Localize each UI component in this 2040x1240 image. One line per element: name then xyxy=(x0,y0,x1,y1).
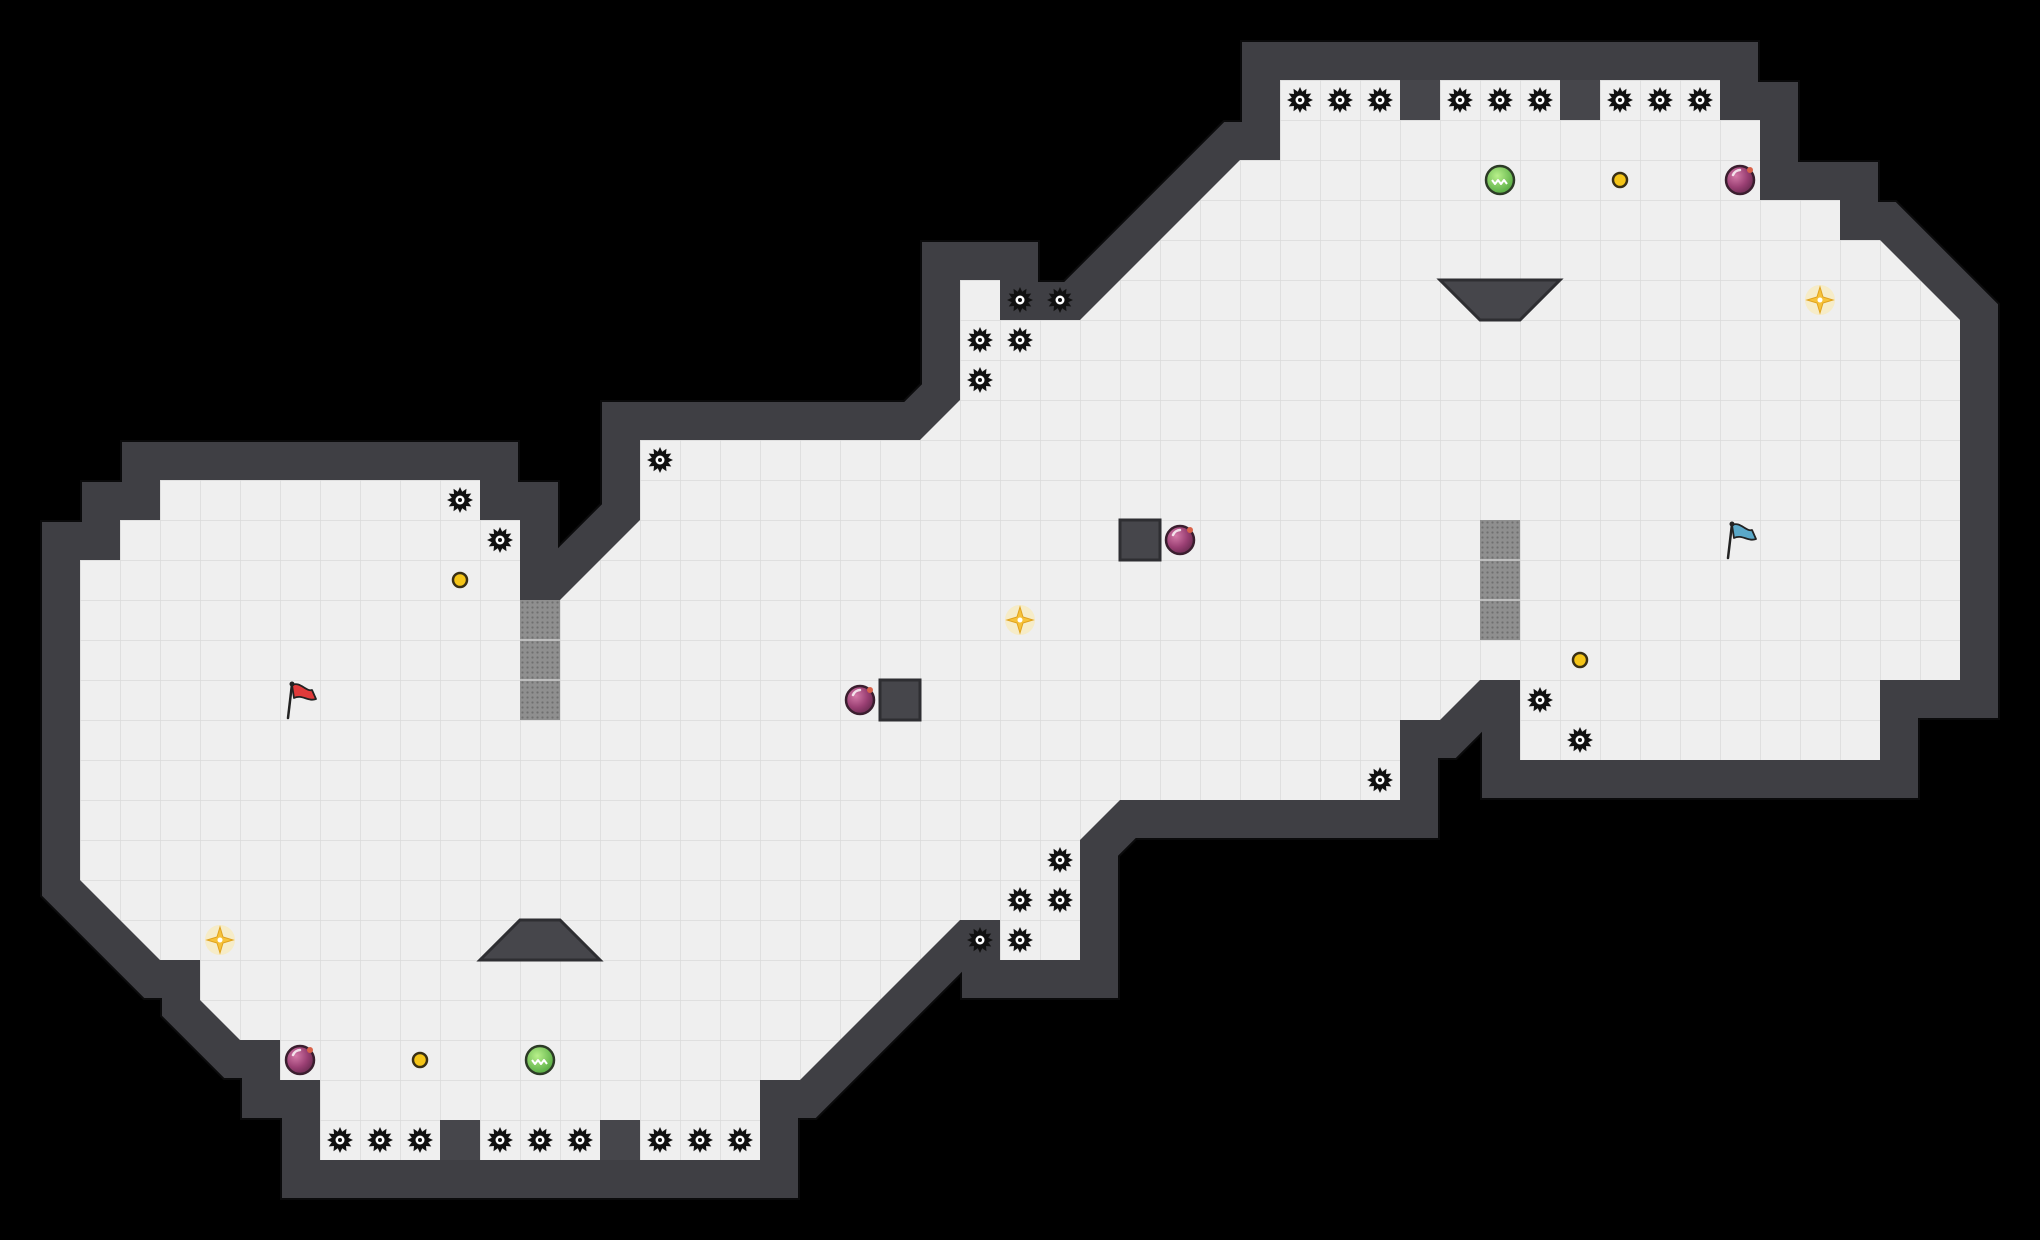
spike-icon xyxy=(1447,87,1473,113)
spike-icon xyxy=(527,1127,553,1153)
spike-icon xyxy=(1007,887,1033,913)
powerup-icon xyxy=(524,1044,556,1076)
spike-icon xyxy=(727,1127,753,1153)
spike-icon xyxy=(1367,87,1393,113)
spike-icon xyxy=(1647,87,1673,113)
ramp-wedge xyxy=(1436,278,1564,322)
spike-icon xyxy=(1287,87,1313,113)
coin-icon xyxy=(451,571,469,589)
spike-icon xyxy=(1327,87,1353,113)
spike-icon xyxy=(1047,847,1073,873)
spike-icon xyxy=(487,1127,513,1153)
spike-icon xyxy=(567,1127,593,1153)
spike-icon xyxy=(1007,927,1033,953)
spike-icon xyxy=(1567,727,1593,753)
spike-icon xyxy=(407,1127,433,1153)
wall-notches xyxy=(440,80,1600,1160)
spike-icon xyxy=(1527,687,1553,713)
coin-icon xyxy=(1611,171,1629,189)
spike-icon xyxy=(1367,767,1393,793)
boost-sparkle-icon xyxy=(205,925,235,955)
spike-icon xyxy=(687,1127,713,1153)
spike-icon xyxy=(967,327,993,353)
powerup-icon xyxy=(1484,164,1516,196)
red-flag-icon xyxy=(286,681,317,720)
spike-icon xyxy=(967,927,993,953)
spike-icon xyxy=(367,1127,393,1153)
bomb-icon xyxy=(284,1044,316,1076)
spike-icon xyxy=(1007,327,1033,353)
spike-icon xyxy=(1007,287,1033,313)
boost-sparkle-icon xyxy=(1005,605,1035,635)
ramp-wedge xyxy=(476,918,604,962)
spike-icon xyxy=(487,527,513,553)
spike-icon xyxy=(1047,887,1073,913)
bomb-icon xyxy=(1724,164,1756,196)
blue-flag-icon xyxy=(1726,521,1757,560)
wall-block xyxy=(878,678,922,722)
spike-icon xyxy=(1487,87,1513,113)
spike-icon xyxy=(647,1127,673,1153)
spike-icon xyxy=(327,1127,353,1153)
gate-tile xyxy=(1480,520,1520,640)
bomb-icon xyxy=(844,684,876,716)
bomb-icon xyxy=(1164,524,1196,556)
spike-icon xyxy=(647,447,673,473)
spike-icon xyxy=(1527,87,1553,113)
coin-icon xyxy=(1571,651,1589,669)
wall-block xyxy=(1118,518,1162,562)
boost-sparkle-icon xyxy=(1805,285,1835,315)
coin-icon xyxy=(411,1051,429,1069)
spike-icon xyxy=(967,367,993,393)
gate-tile xyxy=(520,600,560,720)
spike-icon xyxy=(1687,87,1713,113)
spike-icon xyxy=(1047,287,1073,313)
spike-icon xyxy=(1607,87,1633,113)
spike-icon xyxy=(447,487,473,513)
